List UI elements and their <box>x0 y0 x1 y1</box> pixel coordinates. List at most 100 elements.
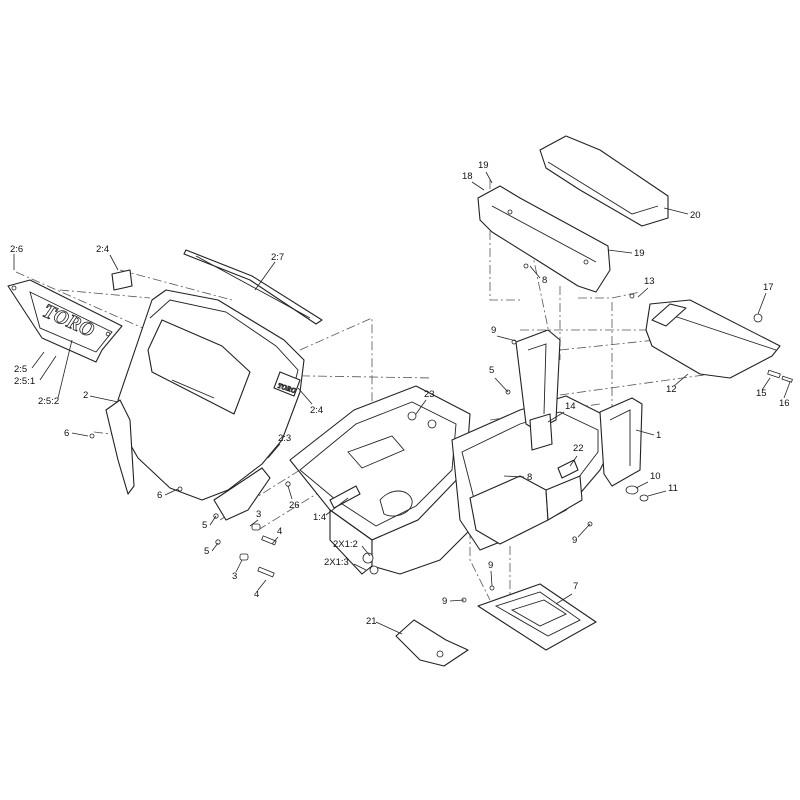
callout-label-2-5: 2:5 <box>14 364 27 375</box>
callout-label-26: 26 <box>289 500 300 511</box>
callout-label-8: 8 <box>542 275 547 286</box>
callout-label-13: 13 <box>644 276 655 287</box>
callout-label-23: 23 <box>424 389 435 400</box>
seat-bracket <box>477 185 611 293</box>
callout-label-2: 2 <box>83 390 88 401</box>
callout-label-2X1-3: 2X1:3 <box>324 557 349 568</box>
callout-leader-2-5-2 <box>57 339 73 399</box>
callout-label-1-4: 1:4 <box>313 512 326 523</box>
callout-label-2-6: 2:6 <box>10 244 23 255</box>
callout-leader-4 <box>271 536 279 545</box>
callout-label-18: 18 <box>462 171 473 182</box>
callout-label-2-5-2: 2:5:2 <box>38 396 59 407</box>
callout-leader-9 <box>490 570 493 587</box>
callout-label-5: 5 <box>204 546 209 557</box>
callout-leader-5 <box>211 542 219 552</box>
callout-leader-13 <box>637 287 649 298</box>
callout-label-12: 12 <box>666 384 677 395</box>
callout-label-5: 5 <box>489 365 494 376</box>
callout-leader-2-5 <box>31 351 45 369</box>
callout-label-3: 3 <box>256 509 261 520</box>
callout-label-7: 7 <box>573 581 578 592</box>
callout-label-2-3: 2:3 <box>278 433 291 444</box>
callout-label-9: 9 <box>442 596 447 607</box>
logo-panel: TORO <box>7 279 123 363</box>
callout-leader-14 <box>547 411 565 423</box>
callout-leader-2X1-2 <box>361 545 371 557</box>
callout-leader-21 <box>375 621 403 635</box>
callout-leader-9 <box>496 335 517 342</box>
callout-leader-8 <box>529 265 541 279</box>
rear-frame <box>451 329 643 551</box>
callout-leader-2-5-1 <box>39 355 57 381</box>
callout-label-11: 11 <box>668 483 678 494</box>
callout-leaders <box>13 171 791 635</box>
callout-leader-10 <box>635 481 649 489</box>
callout-leader-5 <box>209 515 217 526</box>
callout-label-22: 22 <box>573 443 584 454</box>
callout-label-9: 9 <box>491 325 496 336</box>
foot-platform <box>645 299 781 379</box>
callout-leader-12 <box>673 373 689 387</box>
callout-leader-20 <box>663 207 689 215</box>
callout-leader-17 <box>757 292 767 315</box>
callout-leader-4 <box>257 579 267 591</box>
callout-leader-23 <box>415 399 427 415</box>
callout-leader-2-4 <box>297 387 313 405</box>
callout-leader-5 <box>494 377 509 393</box>
callout-label-19: 19 <box>478 160 489 171</box>
callout-leader-22 <box>569 455 578 467</box>
callout-label-10: 10 <box>650 471 661 482</box>
top-gasket <box>183 249 323 325</box>
decal <box>111 269 133 291</box>
callout-leader-16 <box>783 381 791 399</box>
main-frame <box>289 385 471 575</box>
callout-leader-15 <box>761 377 771 391</box>
callout-leader-3 <box>249 519 259 527</box>
callout-leader-1-4 <box>325 497 349 516</box>
front-hood: TORO <box>105 289 305 521</box>
callout-label-9: 9 <box>572 535 577 546</box>
callout-leader-2-4 <box>109 254 119 271</box>
callout-leader-3 <box>235 559 243 573</box>
callout-label-20: 20 <box>690 210 701 221</box>
callout-leader-26 <box>287 485 293 500</box>
callout-leader-2X1-3 <box>353 563 367 571</box>
callout-label-2-7: 2:7 <box>271 252 284 263</box>
lower-guard <box>395 619 469 667</box>
callout-leader-2 <box>89 395 119 403</box>
callout-label-17: 17 <box>763 282 774 293</box>
callout-label-4: 4 <box>254 589 259 600</box>
callout-leader-9 <box>449 599 465 602</box>
callout-label-6: 6 <box>64 428 69 439</box>
callout-label-8: 8 <box>527 472 532 483</box>
callout-label-9: 9 <box>488 560 493 571</box>
callout-leader-7 <box>555 593 573 605</box>
callout-label-6: 6 <box>157 490 162 501</box>
callout-label-4: 4 <box>277 526 282 537</box>
seat-cushion <box>539 135 669 227</box>
callout-label-16: 16 <box>779 398 790 409</box>
callout-label-2-5-1: 2:5:1 <box>14 376 35 387</box>
callout-leader-1 <box>635 429 655 436</box>
callout-label-1: 1 <box>656 430 661 441</box>
callout-leader-19 <box>485 171 493 184</box>
callout-label-2-4: 2:4 <box>310 405 323 416</box>
callout-leader-18 <box>471 181 485 191</box>
callout-leader-6 <box>71 432 89 437</box>
callout-label-19: 19 <box>634 248 645 259</box>
callout-leader-19 <box>607 249 633 254</box>
callout-leader-9 <box>577 523 591 538</box>
callout-label-3: 3 <box>232 571 237 582</box>
callout-label-15: 15 <box>756 388 767 399</box>
callout-label-2X1-2: 2X1:2 <box>333 539 358 550</box>
hardware <box>89 263 793 603</box>
callout-label-21: 21 <box>366 616 377 627</box>
floor-plate <box>477 583 597 651</box>
callout-leader-6 <box>164 488 179 496</box>
callout-leader-11 <box>647 490 667 497</box>
callout-leader-8 <box>503 475 525 478</box>
callout-label-5: 5 <box>202 520 207 531</box>
